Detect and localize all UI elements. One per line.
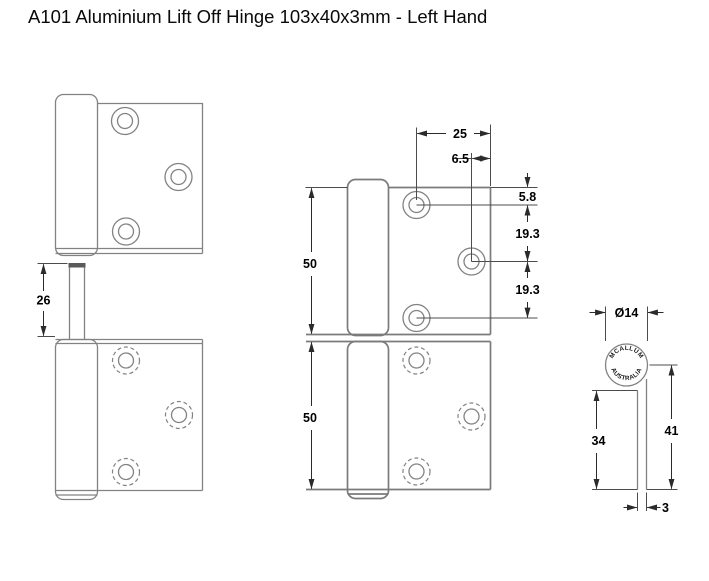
dim-label: 19.3 bbox=[515, 227, 539, 241]
top-leaf-bottom-band bbox=[55, 247, 203, 255]
dim-label: 19.3 bbox=[515, 283, 539, 297]
bottom-leaf-plate bbox=[306, 341, 492, 495]
front-view: 26 bbox=[37, 93, 204, 501]
hole bbox=[164, 162, 193, 192]
dim-label: 34 bbox=[592, 434, 606, 448]
dim-label: 5.8 bbox=[519, 190, 536, 204]
page-title: A101 Aluminium Lift Off Hinge 103x40x3mm… bbox=[28, 6, 488, 27]
top-leaf-holes bbox=[110, 106, 193, 246]
bottom-leaf-knuckle bbox=[346, 340, 390, 500]
dim-label: 25 bbox=[453, 127, 467, 141]
pin-cap bbox=[68, 263, 86, 268]
leaf-junction-lines bbox=[306, 333, 491, 343]
bottom-leaf-knuckle bbox=[54, 338, 99, 501]
logo-text-top: MCALLUM bbox=[608, 345, 644, 360]
dim-edge-to-first-hole: 5.8 bbox=[416, 173, 538, 206]
dim-label: 41 bbox=[665, 424, 679, 438]
top-leaf-knuckle bbox=[346, 178, 390, 337]
hole bbox=[111, 217, 141, 246]
dim-top-hole-to-edge: 25 bbox=[416, 124, 491, 200]
svg-text:AUSTRALIA: AUSTRALIA bbox=[609, 367, 643, 382]
dim-label: 6.5 bbox=[452, 152, 469, 166]
top-leaf-plate bbox=[97, 102, 204, 254]
mcallum-logo: MCALLUM AUSTRALIA bbox=[608, 345, 644, 382]
hole bbox=[116, 112, 134, 130]
dim-hole-pitch-upper: 19.3 bbox=[515, 205, 540, 262]
knuckle-barrel bbox=[604, 343, 649, 387]
bottom-leaf-holes bbox=[402, 346, 486, 486]
dim-inner-leaf-height: 34 bbox=[592, 390, 606, 490]
dim-pin-length-label: 26 bbox=[37, 294, 51, 308]
dim-leaf-thickness: 3 bbox=[623, 501, 669, 515]
dim-middle-hole-to-edge: 6.5 bbox=[452, 152, 491, 262]
hinge-pin bbox=[68, 263, 86, 339]
dim-label: 50 bbox=[303, 411, 317, 425]
hole bbox=[170, 406, 188, 424]
hole-countersink bbox=[164, 400, 194, 430]
logo-text-bottom: AUSTRALIA bbox=[609, 367, 643, 382]
bottom-leaf-plate bbox=[55, 338, 204, 496]
hole bbox=[110, 106, 140, 136]
svg-text:MCALLUM: MCALLUM bbox=[608, 345, 644, 360]
dim-top-leaf-height: 50 bbox=[303, 187, 317, 335]
dim-hole-pitch-lower: 19.3 bbox=[416, 261, 540, 319]
hole bbox=[117, 352, 135, 369]
dim-outer-leaf-height: 41 bbox=[649, 364, 679, 490]
dim-label: 3 bbox=[662, 501, 669, 515]
hole-countersink bbox=[111, 346, 141, 375]
dim-knuckle-diameter: Ø14 bbox=[589, 306, 664, 341]
hole bbox=[170, 168, 187, 186]
dim-label: Ø14 bbox=[615, 306, 639, 320]
hole bbox=[117, 463, 135, 481]
dim-pin-length: 26 bbox=[37, 263, 68, 337]
leaf-profile bbox=[636, 379, 648, 490]
side-view: MCALLUM AUSTRALIA Ø14 41 bbox=[589, 306, 679, 515]
dim-bottom-leaf-height: 50 bbox=[303, 341, 317, 490]
dimensioned-view: 50 50 25 6.5 bbox=[303, 124, 540, 500]
hole bbox=[117, 223, 135, 240]
hole-countersink bbox=[111, 457, 141, 487]
bottom-leaf-holes bbox=[111, 346, 194, 487]
top-leaf-knuckle bbox=[54, 93, 99, 257]
dim-label: 50 bbox=[303, 257, 317, 271]
